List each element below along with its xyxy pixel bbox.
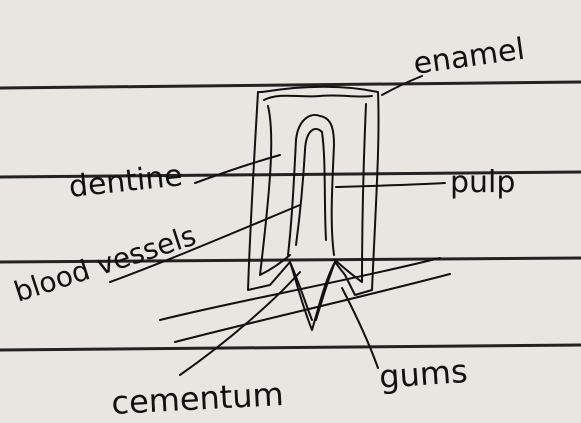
label-pulp: pulp (450, 165, 515, 200)
label-gums: gums (378, 352, 469, 396)
